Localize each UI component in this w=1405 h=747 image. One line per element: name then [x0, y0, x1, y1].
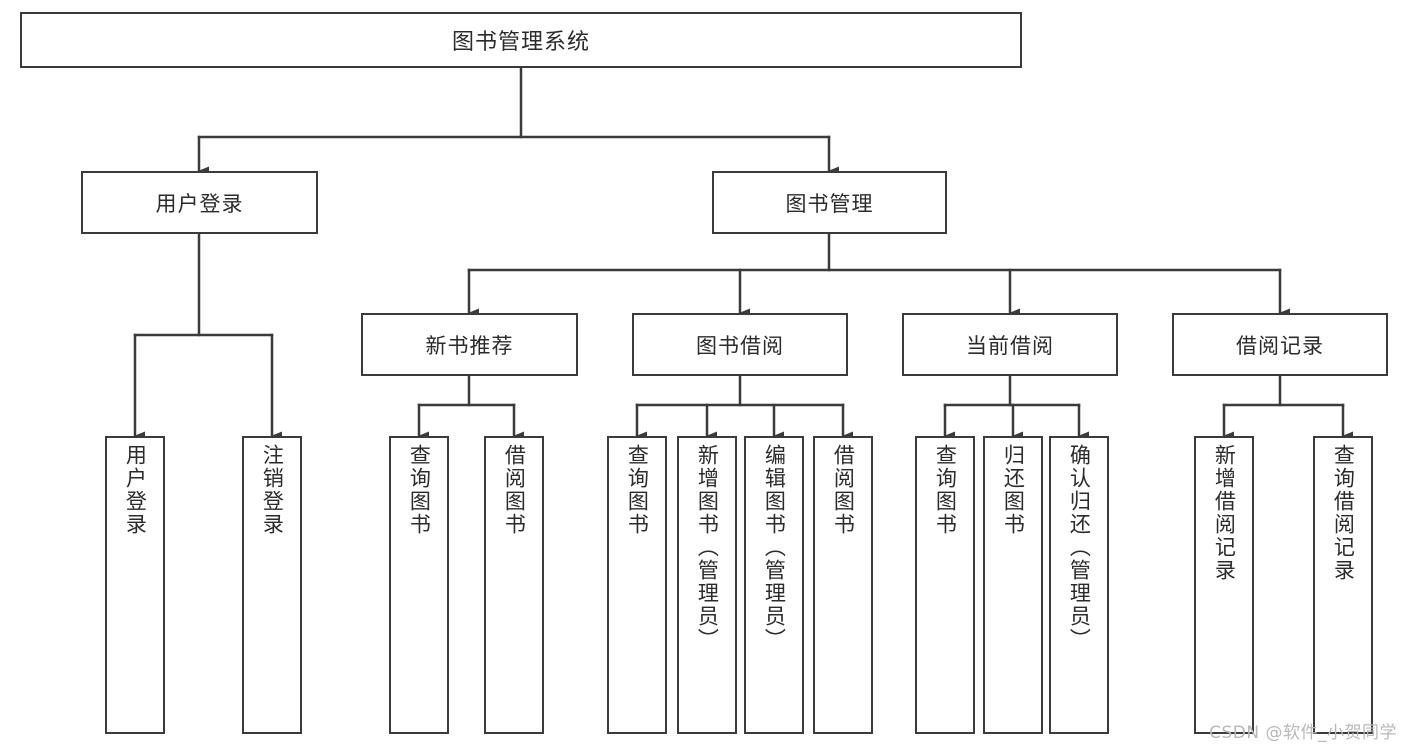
node-book-borrow[interactable]: 图书借阅: [632, 313, 848, 376]
node-label: 编辑图书（管理员）: [762, 444, 787, 651]
node-leaf-query-book-3[interactable]: 查询图书: [915, 436, 975, 734]
node-label: 查询图书: [933, 444, 958, 536]
node-label: 查询图书: [407, 444, 432, 536]
node-label: 图书管理: [785, 191, 874, 216]
node-leaf-borrow-book-2[interactable]: 借阅图书: [813, 436, 873, 734]
node-label: 借阅记录: [1236, 333, 1324, 358]
node-label: 借阅图书: [831, 444, 856, 536]
node-leaf-return-book[interactable]: 归还图书: [983, 436, 1043, 734]
node-leaf-logout-login[interactable]: 注销登录: [242, 436, 302, 734]
node-label: 用户登录: [123, 444, 148, 536]
node-label: 借阅图书: [502, 444, 527, 536]
node-current-borrow[interactable]: 当前借阅: [902, 313, 1118, 376]
node-label: 图书管理系统: [451, 30, 590, 55]
node-leaf-query-book-1[interactable]: 查询图书: [389, 436, 449, 734]
node-label: 查询借阅记录: [1331, 444, 1356, 582]
node-label: 确认归还（管理员）: [1067, 444, 1092, 651]
node-user-login[interactable]: 用户登录: [81, 171, 318, 234]
node-label: 用户登录: [155, 191, 244, 216]
node-borrow-record[interactable]: 借阅记录: [1172, 313, 1388, 376]
node-root[interactable]: 图书管理系统: [20, 12, 1022, 68]
node-label: 新书推荐: [425, 333, 514, 358]
node-new-book-recommend[interactable]: 新书推荐: [361, 313, 578, 376]
node-label: 归还图书: [1001, 444, 1026, 536]
node-leaf-add-borrow-record[interactable]: 新增借阅记录: [1194, 436, 1254, 734]
node-label: 注销登录: [260, 444, 285, 536]
node-leaf-borrow-book-1[interactable]: 借阅图书: [484, 436, 544, 734]
node-label: 新增图书（管理员）: [695, 444, 720, 651]
csdn-watermark: CSDN @软件_小贺同学: [1209, 723, 1397, 743]
node-leaf-edit-book-admin[interactable]: 编辑图书（管理员）: [744, 436, 804, 734]
node-label: 查询图书: [625, 444, 650, 536]
node-book-manage[interactable]: 图书管理: [712, 171, 947, 234]
wire-group: [133, 66, 1353, 441]
node-label: 新增借阅记录: [1212, 444, 1237, 582]
node-leaf-query-book-2[interactable]: 查询图书: [607, 436, 667, 734]
node-leaf-confirm-return-admin[interactable]: 确认归还（管理员）: [1049, 436, 1109, 734]
node-label: 当前借阅: [966, 333, 1054, 358]
node-label: 图书借阅: [696, 333, 784, 358]
node-leaf-add-book-admin[interactable]: 新增图书（管理员）: [677, 436, 737, 734]
node-leaf-user-login[interactable]: 用户登录: [105, 436, 165, 734]
node-leaf-query-borrow-record[interactable]: 查询借阅记录: [1313, 436, 1373, 734]
